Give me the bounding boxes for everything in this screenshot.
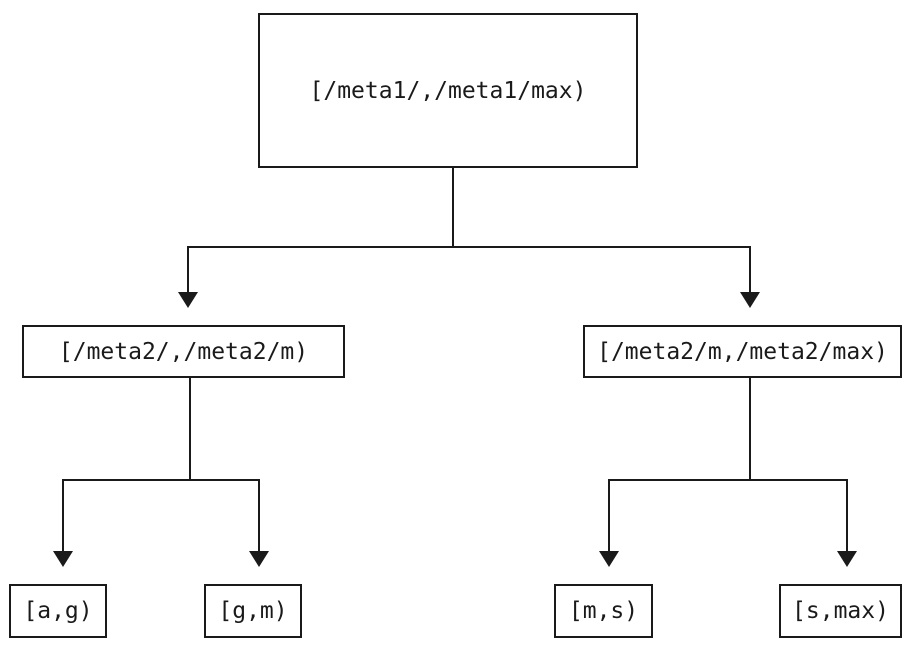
node-meta2-right-range: [/meta2/m,/meta2/max)	[583, 325, 902, 378]
node-meta1-range: [/meta1/,/meta1/max)	[258, 13, 638, 168]
connector-level1-crossbar	[187, 246, 751, 248]
connector-level2-right-drop-1	[608, 479, 610, 552]
connector-level1-right-drop	[749, 246, 751, 293]
connector-meta2-left-stem	[189, 377, 191, 481]
node-leaf-range: [g,m)	[204, 584, 302, 638]
node-label: [g,m)	[218, 598, 288, 624]
arrow-down-icon	[837, 551, 857, 567]
connector-level2-left-crossbar	[62, 479, 260, 481]
node-label: [m,s)	[568, 598, 639, 624]
node-label: [/meta2/m,/meta2/max)	[597, 338, 888, 365]
node-label: [/meta1/,/meta1/max)	[309, 77, 587, 104]
node-meta2-left-range: [/meta2/,/meta2/m)	[22, 325, 345, 378]
node-label: [/meta2/,/meta2/m)	[58, 338, 309, 365]
connector-level1-left-drop	[187, 246, 189, 293]
connector-level2-right-crossbar	[608, 479, 848, 481]
node-label: [s,max)	[792, 598, 889, 624]
arrow-down-icon	[599, 551, 619, 567]
arrow-down-icon	[249, 551, 269, 567]
arrow-down-icon	[53, 551, 73, 567]
connector-level2-right-drop-2	[846, 479, 848, 552]
arrow-down-icon	[740, 292, 760, 308]
connector-root-stem	[452, 168, 454, 247]
node-label: [a,g)	[23, 598, 93, 624]
node-leaf-range: [a,g)	[9, 584, 107, 638]
connector-level2-left-drop-1	[62, 479, 64, 552]
node-leaf-range: [m,s)	[554, 584, 653, 638]
connector-level2-left-drop-2	[258, 479, 260, 552]
connector-meta2-right-stem	[749, 377, 751, 481]
node-leaf-range: [s,max)	[779, 584, 902, 638]
arrow-down-icon	[178, 292, 198, 308]
